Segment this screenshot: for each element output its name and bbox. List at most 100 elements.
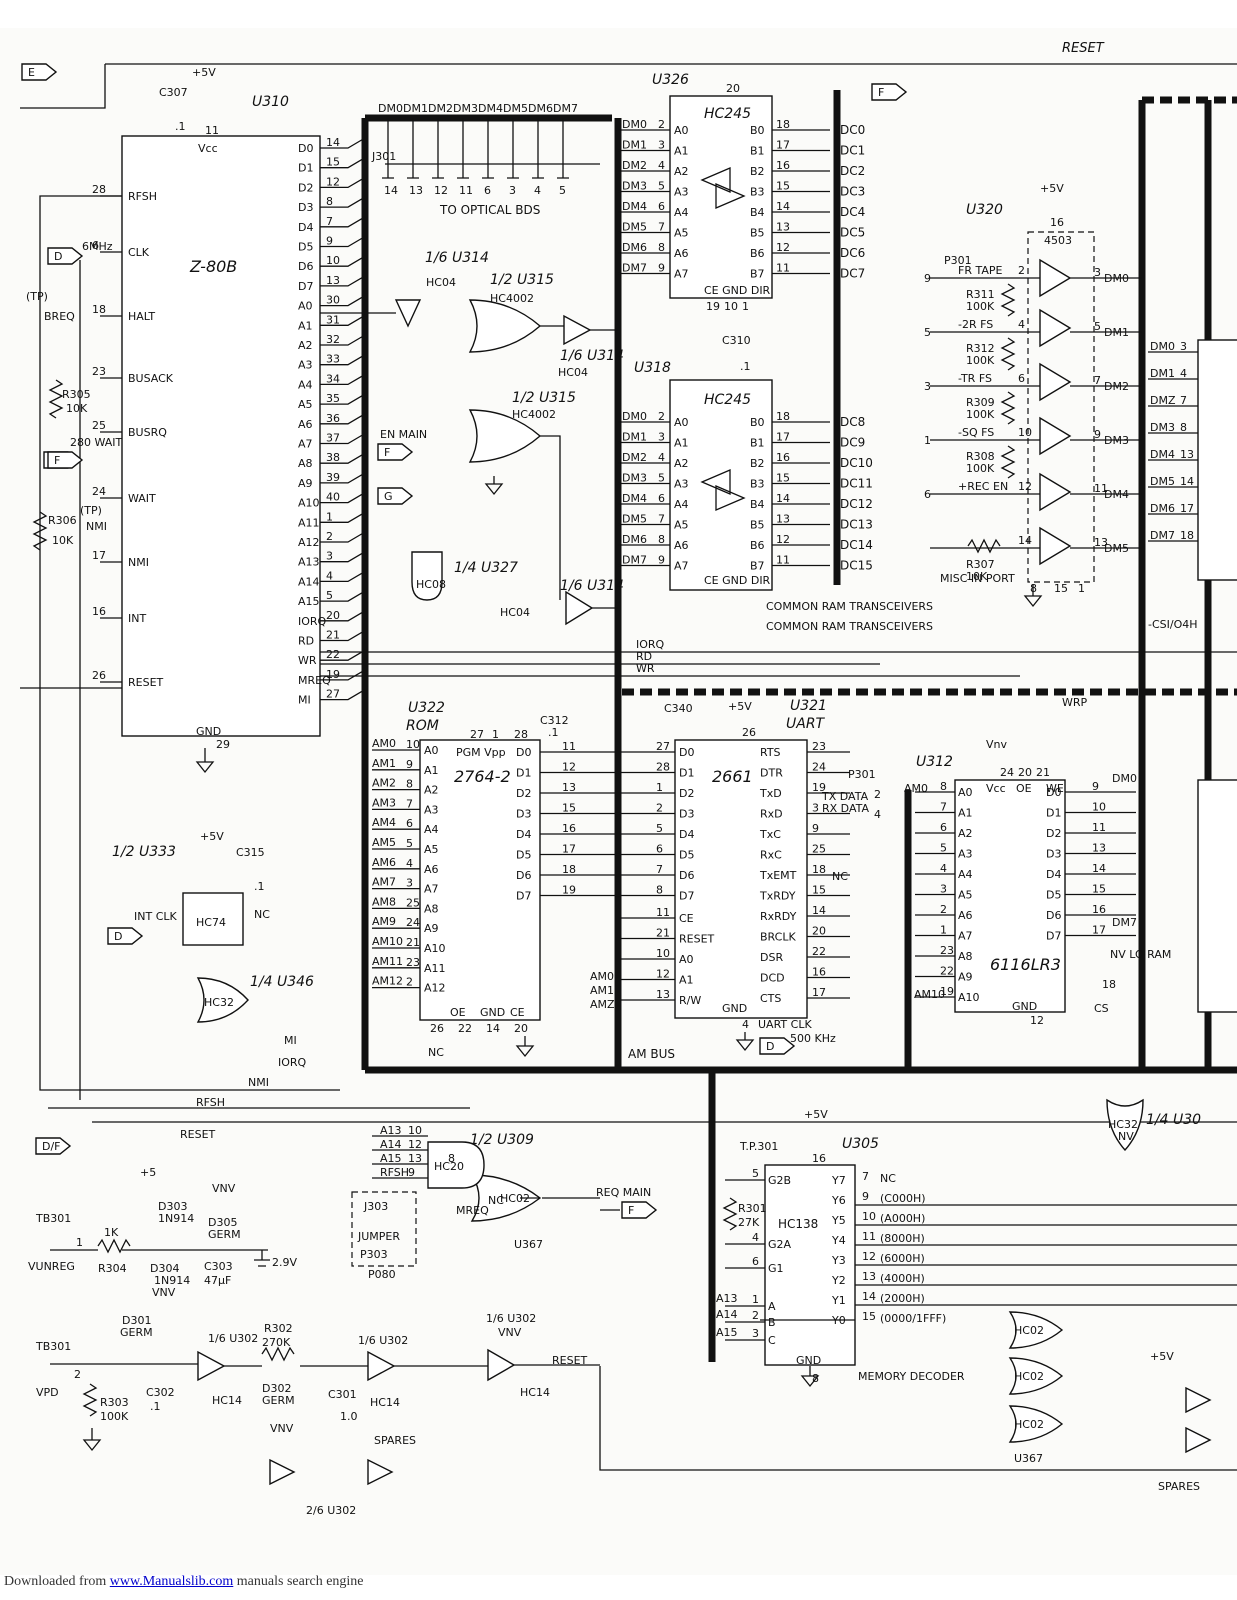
u322-a-signal: A3 <box>424 803 439 816</box>
u310-vcc-supply: +5V <box>192 66 216 79</box>
wire <box>320 472 366 484</box>
u310-pin-number: 4 <box>326 569 333 582</box>
u333-part: HC74 <box>196 916 226 929</box>
u312-a-signal: A4 <box>958 868 973 881</box>
u310-pin-number: 6 <box>92 239 99 252</box>
u322-a-signal: A8 <box>424 902 439 915</box>
u326-a-signal: A0 <box>674 124 689 137</box>
manualslib-link[interactable]: www.Manualslib.com <box>109 1574 234 1589</box>
u326-b-pin: 14 <box>776 200 790 213</box>
u320-cs: -CSI/O4H <box>1148 618 1198 631</box>
u315a-ref: 1/2 U315 <box>490 272 554 288</box>
u326-b-signal: B0 <box>750 124 765 137</box>
u318-dm-label: DM1 <box>622 431 647 444</box>
u310-pin-number: 22 <box>326 648 340 661</box>
u305-tp: T.P.301 <box>739 1140 778 1153</box>
u320-in-pin: 14 <box>1018 534 1032 547</box>
u310-pin-signal: HALT <box>128 310 155 323</box>
u305-out-addr: (A000H) <box>880 1212 925 1225</box>
u318-b-signal: B7 <box>750 560 765 573</box>
u321-right-signal: TxRDY <box>759 890 796 903</box>
u312-d-signal: D0 <box>1046 786 1061 799</box>
u321-d-pin: 2 <box>656 802 663 815</box>
u321-right-signal: BRCLK <box>760 931 796 944</box>
u326-a-signal: A1 <box>674 145 689 158</box>
u322-d-pin: 11 <box>562 740 576 753</box>
u305-out-addr: (8000H) <box>880 1232 925 1245</box>
wire <box>320 314 366 326</box>
u322-d-signal: D6 <box>516 869 531 882</box>
u312-a-signal: A1 <box>958 807 973 820</box>
u322-a-pin: 4 <box>406 857 413 870</box>
power-d304: D304 <box>150 1262 179 1275</box>
u318-dc-label: DC9 <box>840 436 865 450</box>
connector-flag <box>377 487 414 505</box>
tp-nmi-label: (TP) <box>80 504 102 517</box>
u312-cs: CS <box>1094 1002 1109 1015</box>
u310-pin-number: 24 <box>92 485 106 498</box>
reset-block: TB3012VPDR303100KC302.1D301GERMVNVR30227… <box>35 1286 588 1435</box>
u310-part: Z-80B <box>189 257 237 276</box>
u318-b-pin: 16 <box>776 451 790 464</box>
u321-right-signal: DSR <box>760 951 783 964</box>
u318-dm-label: DM2 <box>622 451 647 464</box>
wire <box>432 118 444 179</box>
u310-pin-signal: A12 <box>298 536 320 549</box>
u310-pin-signal: A6 <box>298 418 313 431</box>
u305-in-signal: A <box>768 1300 776 1313</box>
u310-pin-number: 30 <box>326 294 340 307</box>
u305-in-signal: B <box>768 1316 776 1329</box>
u321-right-pin: 9 <box>812 822 819 835</box>
u312-d-pin: 9 <box>1092 780 1099 793</box>
u305-out-signal: Y2 <box>831 1274 846 1287</box>
u326-b-pin: 12 <box>776 241 790 254</box>
right-edge-pin: 7 <box>1180 394 1187 407</box>
u321-d-signal: D2 <box>679 787 694 800</box>
u315b-part: HC4002 <box>512 408 556 421</box>
u305-out-addr: (2000H) <box>880 1292 925 1305</box>
u320-res-label: R308 <box>966 450 995 463</box>
u320-input-signal: -SQ FS <box>958 426 994 439</box>
u305-vcc: +5V <box>804 1108 828 1121</box>
j301-bus-label: DM0 <box>378 102 403 115</box>
u312-caption: NV LO RAM <box>1110 948 1171 961</box>
u320-res-value: 100K <box>966 300 995 313</box>
u310-pin-signal: A2 <box>298 339 313 352</box>
u346-nmi: NMI <box>248 1076 269 1089</box>
u312-dm0: DM0 <box>1112 772 1137 785</box>
wire <box>320 157 366 169</box>
u326-ref: U326 <box>652 72 689 88</box>
u318-b-pin: 13 <box>776 513 790 526</box>
u326-b-pin: 13 <box>776 221 790 234</box>
u318-a-pin: 6 <box>658 492 665 505</box>
reset-g3: 1/6 U302 <box>486 1312 536 1325</box>
wire <box>320 137 366 149</box>
u320-in-pin: 12 <box>1018 480 1032 493</box>
u312-a-signal: A9 <box>958 971 973 984</box>
u310-ref: U310 <box>252 94 289 110</box>
u326-dm-label: DM4 <box>622 200 647 213</box>
u305-out-pin: 10 <box>862 1210 876 1223</box>
u318-dm-label: DM4 <box>622 492 647 505</box>
u318-a-signal: A6 <box>674 539 689 552</box>
u305-out-addr: (6000H) <box>880 1252 925 1265</box>
u318-a-signal: A7 <box>674 560 689 573</box>
u321-right-signal: RxD <box>760 808 783 821</box>
connector-label: F <box>54 454 60 467</box>
u310-pin-number: 14 <box>326 136 340 149</box>
u322-a-pin: 7 <box>406 797 413 810</box>
u318-b-signal: B2 <box>750 457 765 470</box>
wire <box>320 432 366 445</box>
u326-dc-label: DC3 <box>840 185 865 199</box>
u318-dm-label: DM5 <box>622 513 647 526</box>
u321-right-signal: DCD <box>760 972 785 985</box>
u310-pin-number: 33 <box>326 353 340 366</box>
u312-d-signal: D5 <box>1046 889 1061 902</box>
wire <box>320 669 366 681</box>
u305-out-addr: (C000H) <box>880 1192 926 1205</box>
u310-box <box>121 135 321 737</box>
u312-gnd-pin: 12 <box>1030 1014 1044 1027</box>
connector-label: D/F <box>42 1140 61 1153</box>
